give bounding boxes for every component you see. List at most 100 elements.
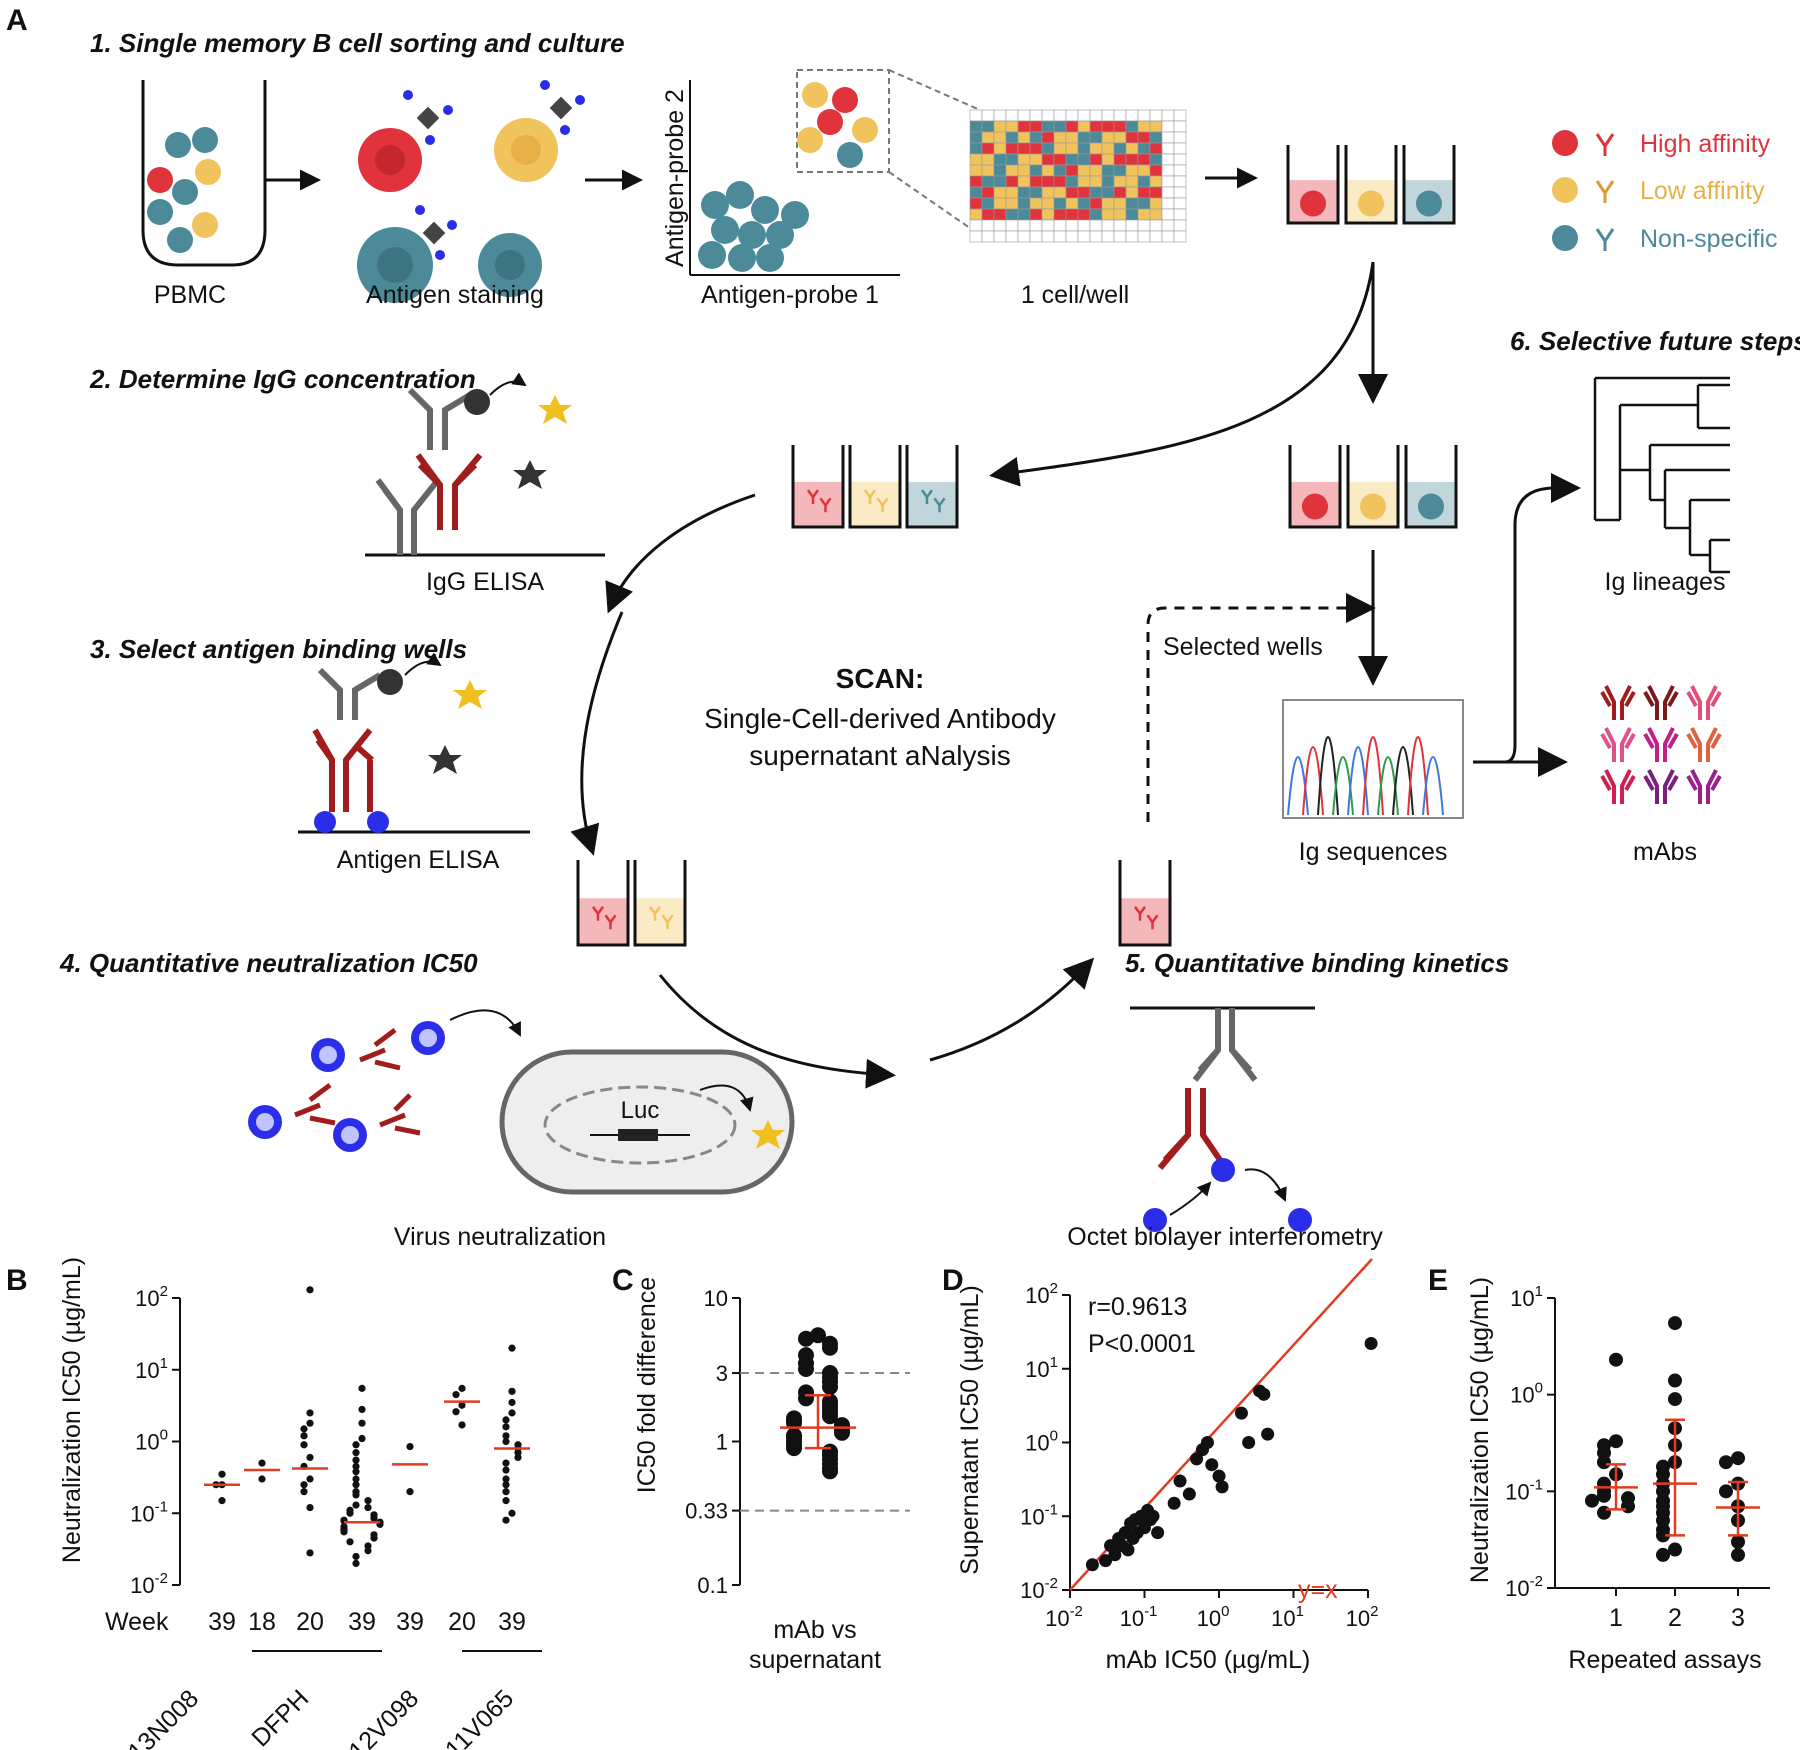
panel-b-point <box>358 1405 366 1414</box>
plate-cell <box>1041 186 1055 199</box>
plate-cell <box>1149 120 1163 133</box>
plate-cell <box>1017 175 1031 188</box>
well <box>1344 145 1398 225</box>
plate-cell <box>1029 175 1043 188</box>
mab-icon <box>1643 685 1679 720</box>
plate-cell <box>1173 131 1187 144</box>
well-liquid <box>578 898 628 945</box>
panel-e-point <box>1719 1484 1733 1499</box>
well <box>848 445 902 529</box>
panel-d-point <box>1121 1543 1135 1557</box>
panel-c-point <box>822 1408 838 1425</box>
donor-a12v098: A12V098 <box>332 1684 425 1750</box>
well <box>1286 145 1340 225</box>
panel-d-point <box>1173 1474 1187 1488</box>
plate-cell <box>1053 142 1067 155</box>
panel-b-point <box>364 1503 372 1512</box>
plate-cell <box>1161 208 1175 221</box>
panel-c-ytick-label: 1 <box>716 1430 728 1455</box>
plate-cell <box>1053 175 1067 188</box>
plate-cell <box>1077 186 1091 199</box>
panel-b-point <box>370 1534 378 1542</box>
plate-cell <box>1017 153 1031 166</box>
panel-d-xtick-label-exp: 0 <box>1221 1603 1229 1620</box>
panel-b-week: 39 <box>396 1608 424 1636</box>
panel-b-week: 20 <box>448 1608 476 1636</box>
panel-b-ytick-label: 100 <box>135 1427 168 1455</box>
octet-diagram <box>1130 1006 1315 1232</box>
plate-cell <box>1173 186 1187 199</box>
chromatogram-peak <box>1422 756 1444 816</box>
arrow-to-ic50-wells <box>570 611 624 856</box>
mabs-label: mAbs <box>1633 838 1697 866</box>
panel-d-xtick-label-exp: 2 <box>1370 1603 1378 1620</box>
panel-d-ytick-label-exp: 1 <box>1050 1354 1058 1371</box>
panel-e-ytick-label: 101 <box>1510 1283 1543 1311</box>
panel-c-point <box>822 1378 838 1395</box>
panel-b-ytick-label: 10-1 <box>130 1498 168 1526</box>
plate-cell <box>1149 219 1163 232</box>
plate-cell <box>1089 197 1103 210</box>
mab-icon <box>1600 727 1636 762</box>
plate-cell <box>1113 131 1127 144</box>
plate-cell <box>1101 175 1115 188</box>
plate-cell <box>993 197 1007 210</box>
plate-cell <box>1077 197 1091 210</box>
panel-d-point <box>1257 1387 1271 1401</box>
plate-cell <box>1029 219 1043 232</box>
panel-b-point <box>452 1408 460 1416</box>
plate-cell <box>1077 230 1091 243</box>
plate-cell <box>1125 197 1139 210</box>
panel-b-point <box>502 1497 510 1505</box>
plate-cell <box>1065 186 1079 199</box>
plate-cell <box>969 153 983 166</box>
plate-cell <box>1173 175 1187 188</box>
panel-b-point <box>352 1462 360 1470</box>
panel-b-point <box>364 1547 372 1555</box>
panel-e-point <box>1656 1528 1670 1543</box>
plate-cell <box>1077 120 1091 133</box>
plate-cell <box>1089 208 1103 221</box>
panel-d-ylabel: Supernatant IC50 (µg/mL) <box>956 1285 984 1575</box>
panel-d-ytick-label: 10-1 <box>1020 1501 1058 1529</box>
legend-nonspecific: Non-specific <box>1640 225 1778 253</box>
plate-cell <box>1065 208 1079 221</box>
plate-cell <box>993 219 1007 232</box>
panel-b-point <box>340 1528 348 1536</box>
plate-cell <box>1173 219 1187 232</box>
panel-d-point <box>1242 1436 1256 1449</box>
probe1-label: Antigen-probe 1 <box>701 281 879 309</box>
affinity-legend <box>1552 130 1615 251</box>
plate-cell <box>1053 230 1067 243</box>
panel-b-week: 39 <box>498 1608 526 1636</box>
well <box>1402 145 1456 225</box>
plate-cell <box>1101 219 1115 232</box>
panel-b-point <box>502 1466 510 1474</box>
plate-cell <box>1113 186 1127 199</box>
panel-b-point <box>502 1488 510 1496</box>
plate-cell <box>1029 142 1043 155</box>
plate-cell <box>1101 186 1115 199</box>
panel-b-point <box>352 1552 360 1561</box>
panel-b-ytick-label: 101 <box>135 1355 168 1383</box>
well <box>1118 860 1172 947</box>
panel-e-xlabel: Repeated assays <box>1568 1646 1761 1674</box>
panel-e-ytick-label: 100 <box>1510 1380 1543 1408</box>
plate-cell <box>981 230 995 243</box>
panel-d-point <box>1167 1496 1181 1510</box>
plate-cell <box>1149 164 1163 177</box>
plate-cell <box>993 109 1007 122</box>
plate-cell <box>1113 208 1127 221</box>
plate-cell <box>1017 142 1031 155</box>
plate-cell <box>1065 142 1079 155</box>
panel-e-ytick-label: 10-1 <box>1505 1476 1543 1504</box>
panel-d-letter: D <box>942 1264 964 1297</box>
plate-cell <box>1137 208 1151 221</box>
plate-cell <box>1029 230 1043 243</box>
donor-13n008: 13N008 <box>123 1684 205 1750</box>
panel-b-point <box>352 1559 360 1568</box>
plate-cell <box>1149 208 1163 221</box>
panel-c-point <box>798 1390 814 1407</box>
plate-cell <box>993 153 1007 166</box>
